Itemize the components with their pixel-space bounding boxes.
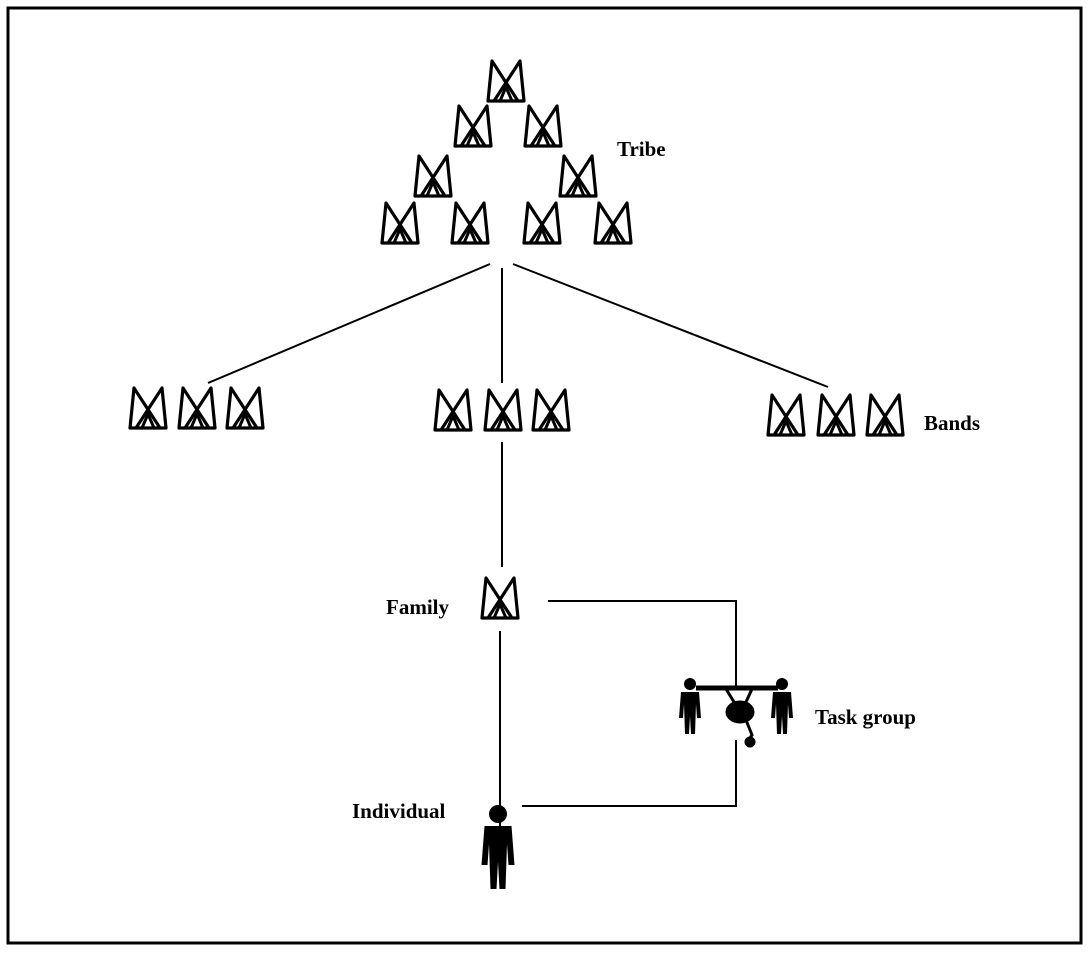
tent-icon [128,386,168,430]
individual-person-icon [481,805,515,889]
tent-icon [450,201,490,245]
band-right-tent-group [766,393,905,437]
tent-icon [483,388,523,432]
diagram-frame [6,6,1083,945]
tent-icon [453,104,493,148]
tent-icon [531,388,571,432]
family-tent-icon [480,576,520,620]
tent-icon [816,393,856,437]
tent-icon [380,201,420,245]
tribe-label: Tribe [617,137,666,161]
task-group-label: Task group [815,705,916,729]
band-center-tent-group [433,388,571,432]
tent-icon [558,154,598,198]
tent-icon [523,104,563,148]
edge-family-to-task-group [548,600,737,690]
tent-icon [593,201,633,245]
tent-icon [766,393,806,437]
edge-tribe-to-band-right [512,263,829,388]
tent-icon [522,201,562,245]
edge-tribe-to-band-left [207,263,491,384]
bands-label: Bands [924,411,980,435]
tribe-tent-group [380,59,633,245]
tent-icon [225,386,265,430]
tent-icon [486,59,526,103]
tent-icon [177,386,217,430]
task-group-figure [679,678,793,748]
tent-icon [433,388,473,432]
family-label: Family [386,595,449,619]
tent-icon [413,154,453,198]
individual-label: Individual [352,799,446,823]
tent-icon [865,393,905,437]
game-animal-icon [724,687,756,748]
band-left-tent-group [128,386,265,430]
edge-task-group-to-individual [522,740,737,807]
